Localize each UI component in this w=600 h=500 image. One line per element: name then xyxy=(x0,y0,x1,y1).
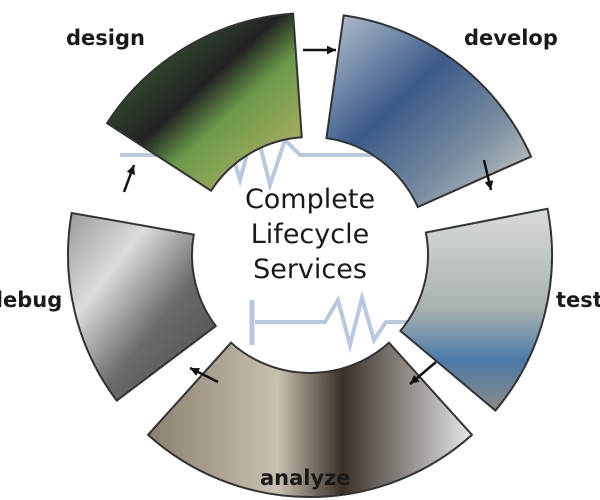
arrow-icon xyxy=(303,45,336,55)
stage-image-debug xyxy=(67,211,218,403)
stage-label-analyze: analyze xyxy=(260,466,351,490)
arrow-icon xyxy=(409,361,437,385)
stage-image-design xyxy=(105,12,303,193)
stage-image-analyze xyxy=(146,341,474,498)
arrow-icon xyxy=(189,366,219,384)
arrow-icon xyxy=(482,159,494,191)
arrow-icon xyxy=(122,164,136,193)
waveform-lower xyxy=(255,290,420,353)
stage-label-test: test xyxy=(556,288,600,312)
center-title-line-3: Services xyxy=(253,254,367,285)
center-title-line-1: Complete xyxy=(244,184,376,215)
center-title-line-2: Lifecycle xyxy=(250,219,370,250)
stage-label-develop: develop xyxy=(464,26,558,50)
center-title: Complete Lifecycle Services xyxy=(200,182,420,287)
stage-image-test xyxy=(398,207,553,412)
stage-label-design: design xyxy=(66,26,145,50)
stage-image-develop xyxy=(325,14,533,209)
stage-label-debug: debug xyxy=(0,288,63,312)
